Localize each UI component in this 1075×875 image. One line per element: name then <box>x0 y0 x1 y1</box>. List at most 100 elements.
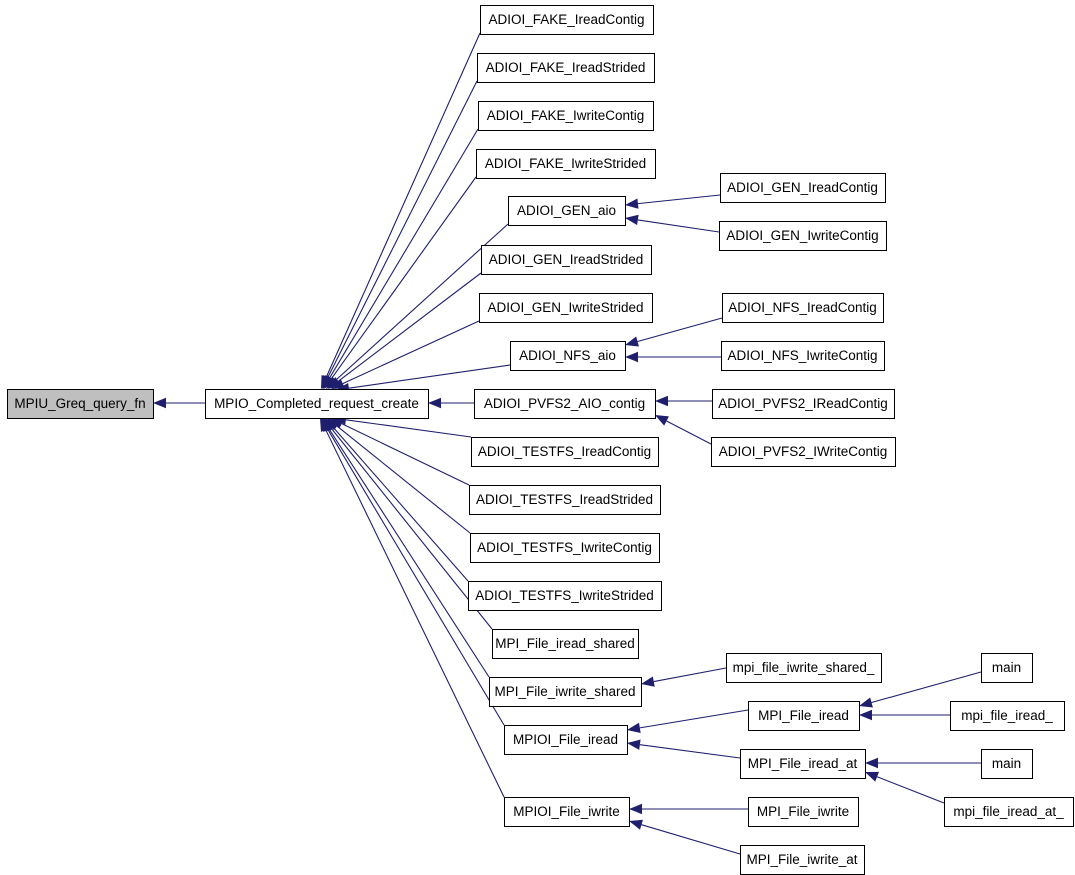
node-mpi_iws[interactable]: MPI_File_iwrite_shared <box>489 677 642 707</box>
node-gen_irc_r[interactable]: ADIOI_GEN_IreadContig <box>720 173 886 203</box>
node-box[interactable] <box>474 389 656 419</box>
arrowhead-icon <box>859 697 873 708</box>
node-mpi_iwrite_at[interactable]: MPI_File_iwrite_at <box>740 845 865 875</box>
node-box[interactable] <box>711 437 896 467</box>
node-nfs_iwc_r[interactable]: ADIOI_NFS_IwriteContig <box>721 341 885 371</box>
node-fake_iws[interactable]: ADIOI_FAKE_IwriteStrided <box>476 149 656 179</box>
edge-fake_irs-to-hub <box>322 80 478 389</box>
node-box[interactable] <box>719 221 887 251</box>
node-box[interactable] <box>7 389 154 419</box>
node-box[interactable] <box>205 389 429 419</box>
node-box[interactable] <box>469 485 661 515</box>
node-box[interactable] <box>471 437 659 467</box>
node-f_iwrite_shared[interactable]: mpi_file_iwrite_shared_ <box>726 653 882 683</box>
arrowhead-icon <box>428 397 441 409</box>
arrowhead-icon <box>331 378 345 389</box>
node-fake_iwc[interactable]: ADIOI_FAKE_IwriteContig <box>478 101 654 131</box>
edge-gen_irc_r-to-gen_aio <box>625 194 721 209</box>
node-mpi_irs[interactable]: MPI_File_iread_shared <box>492 629 639 659</box>
node-box[interactable] <box>479 293 653 323</box>
node-pvfs2_iwc_r[interactable]: ADIOI_PVFS2_IWriteContig <box>711 437 896 467</box>
arrowhead-icon <box>865 757 878 769</box>
arrowhead-icon <box>627 739 641 750</box>
edge-line <box>666 420 712 445</box>
node-nfs_irc_r[interactable]: ADIOI_NFS_IreadContig <box>722 293 884 323</box>
node-box[interactable] <box>478 101 654 131</box>
edge-mpioi_iwrite-to-hub <box>320 418 505 798</box>
edge-line <box>330 427 493 630</box>
edge-line <box>327 80 478 378</box>
node-box[interactable] <box>722 293 884 323</box>
node-box[interactable] <box>470 533 660 563</box>
node-root[interactable]: MPIU_Greq_query_fn <box>7 389 154 419</box>
node-box[interactable] <box>944 797 1074 827</box>
arrowhead-icon <box>641 676 655 687</box>
node-hub[interactable]: MPIO_Completed_request_create <box>205 389 429 419</box>
node-box[interactable] <box>740 845 865 875</box>
node-box[interactable] <box>480 5 654 35</box>
node-mpioi_iwrite[interactable]: MPIOI_File_iwrite <box>504 797 630 827</box>
node-f_iread_at[interactable]: mpi_file_iread_at_ <box>944 797 1074 827</box>
node-box[interactable] <box>712 389 895 419</box>
node-box[interactable] <box>748 797 859 827</box>
node-gen_iwc_r[interactable]: ADIOI_GEN_IwriteContig <box>719 221 887 251</box>
edge-line <box>342 320 480 385</box>
node-testfs_iws[interactable]: ADIOI_TESTFS_IwriteStrided <box>468 581 662 611</box>
edge-mpi_iread-to-mpioi_iread <box>627 709 749 734</box>
node-pvfs2_aio[interactable]: ADIOI_PVFS2_AIO_contig <box>474 389 656 419</box>
node-box[interactable] <box>508 196 626 226</box>
edge-mpi_iws-to-hub <box>322 418 490 678</box>
node-fake_irc[interactable]: ADIOI_FAKE_IreadContig <box>480 5 654 35</box>
arrowhead-icon <box>153 397 166 409</box>
node-box[interactable] <box>468 581 662 611</box>
edge-line <box>639 744 741 759</box>
edge-main2-to-mpi_iread_at <box>865 757 981 769</box>
node-box[interactable] <box>510 341 626 371</box>
edge-pvfs2_irc_r-to-pvfs2_aio <box>655 395 712 407</box>
node-box[interactable] <box>721 341 885 371</box>
node-box[interactable] <box>748 701 860 731</box>
node-mpi_iread[interactable]: MPI_File_iread <box>748 701 860 731</box>
node-gen_iws[interactable]: ADIOI_GEN_IwriteStrided <box>479 293 653 323</box>
edge-line <box>876 776 945 804</box>
edge-pvfs2_iwc_r-to-pvfs2_aio <box>655 415 712 445</box>
node-mpi_iread_at[interactable]: MPI_File_iread_at <box>740 749 866 779</box>
node-testfs_irc[interactable]: ADIOI_TESTFS_IreadContig <box>471 437 659 467</box>
node-box[interactable] <box>476 149 656 179</box>
node-box[interactable] <box>981 749 1033 779</box>
node-box[interactable] <box>720 173 886 203</box>
edge-line <box>637 194 721 205</box>
node-box[interactable] <box>481 245 652 275</box>
edge-line <box>641 824 741 855</box>
node-box[interactable] <box>477 53 655 83</box>
edge-line <box>325 429 505 798</box>
node-box[interactable] <box>504 725 628 755</box>
node-mpioi_iread[interactable]: MPIOI_File_iread <box>504 725 628 755</box>
node-fake_irs[interactable]: ADIOI_FAKE_IreadStrided <box>477 53 655 83</box>
arrowhead-icon <box>625 336 639 347</box>
node-gen_aio[interactable]: ADIOI_GEN_aio <box>508 196 626 226</box>
node-box[interactable] <box>981 653 1033 683</box>
node-box[interactable] <box>504 797 630 827</box>
node-pvfs2_irc_r[interactable]: ADIOI_PVFS2_IReadContig <box>712 389 895 419</box>
node-testfs_irs[interactable]: ADIOI_TESTFS_IreadStrided <box>469 485 661 515</box>
node-box[interactable] <box>492 629 639 659</box>
edge-nfs_iwc_r-to-nfs_aio <box>625 351 721 363</box>
node-box[interactable] <box>740 749 866 779</box>
node-box[interactable] <box>489 677 642 707</box>
edge-fake_irc-to-hub <box>321 32 481 389</box>
node-main2[interactable]: main <box>981 749 1033 779</box>
node-f_iread[interactable]: mpi_file_iread_ <box>950 701 1065 731</box>
node-box[interactable] <box>726 653 882 683</box>
edge-f_iwrite_shared-to-mpi_iws <box>641 667 727 687</box>
arrowhead-icon <box>865 771 880 782</box>
node-mpi_iwrite[interactable]: MPI_File_iwrite <box>748 797 859 827</box>
node-nfs_aio[interactable]: ADIOI_NFS_aio <box>510 341 626 371</box>
edge-gen_iws-to-hub <box>331 320 480 389</box>
node-gen_irs[interactable]: ADIOI_GEN_IreadStrided <box>481 245 652 275</box>
edge-nfs_irc_r-to-nfs_aio <box>625 317 723 347</box>
edge-line <box>328 428 490 678</box>
node-main1[interactable]: main <box>981 653 1033 683</box>
node-testfs_iwc[interactable]: ADIOI_TESTFS_IwriteContig <box>470 533 660 563</box>
node-box[interactable] <box>950 701 1065 731</box>
